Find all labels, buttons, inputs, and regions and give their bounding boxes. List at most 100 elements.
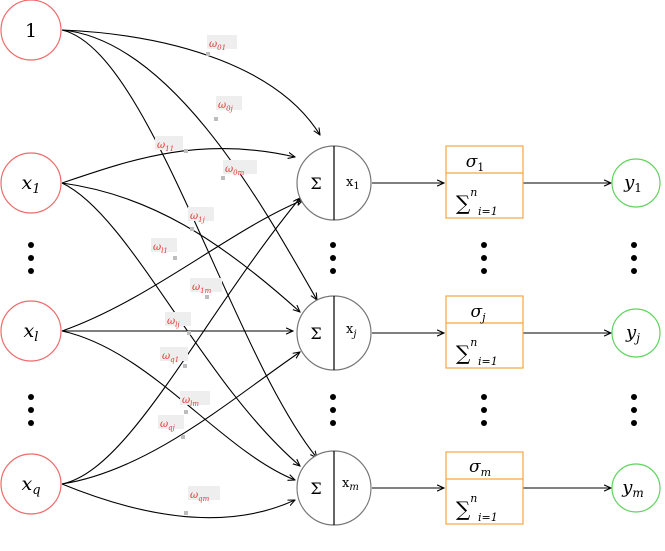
sum-symbol: Σ <box>310 174 321 193</box>
output-node: ym <box>611 463 661 513</box>
activation-box: σj ∑ni=1 <box>445 295 524 369</box>
edge-x1-nj <box>61 182 300 312</box>
svg-text:ω11: ω11 <box>157 140 174 153</box>
svg-text:ω0j: ω0j <box>218 100 234 113</box>
vertical-ellipsis-icon <box>631 394 637 426</box>
weight-label: ω0m <box>223 160 257 177</box>
input-node-label: 1 <box>25 20 37 42</box>
weight-label: ω01 <box>207 35 237 52</box>
output-node: y1 <box>611 158 661 208</box>
output-node-circle <box>611 308 661 358</box>
connections <box>61 29 320 519</box>
sum-label: ∑ni=1 <box>456 492 498 524</box>
svg-text:ωl1: ωl1 <box>153 242 168 255</box>
neuron: Σ x1 <box>296 145 372 221</box>
weight-marker <box>206 52 210 56</box>
input-node-label: xl <box>24 320 39 345</box>
svg-text:ω1m: ω1m <box>192 282 212 295</box>
vertical-ellipsis-icon <box>28 242 34 274</box>
weight-label: ωlm <box>180 391 210 408</box>
weight-label: ω1j <box>188 207 214 224</box>
weight-label: ωq1 <box>160 347 188 364</box>
edge-x1-n1 <box>61 147 295 184</box>
activation-box: σm ∑ni=1 <box>445 451 524 525</box>
edge-xq-nj <box>61 352 300 485</box>
input-node-circle <box>0 453 62 515</box>
sigma-label: σj <box>470 302 486 324</box>
svg-text:ωqm: ωqm <box>190 490 210 503</box>
input-node: 1 <box>0 0 62 61</box>
ellipsis-dots <box>28 242 637 426</box>
vertical-ellipsis-icon <box>631 242 637 274</box>
weight-label: ωl1 <box>151 238 177 255</box>
weight-marker <box>190 227 194 231</box>
forward-connections <box>372 183 611 488</box>
neuron-input-label: x1 <box>346 175 360 192</box>
weight-marker <box>205 295 209 299</box>
weight-marker <box>187 331 191 335</box>
neuron: Σ xj <box>296 295 372 371</box>
sum-label: ∑ni=1 <box>456 186 498 218</box>
svg-text:ωqj: ωqj <box>160 419 176 432</box>
neuron: Σ xm <box>296 450 372 526</box>
sum-label: ∑ni=1 <box>456 336 498 368</box>
hidden-layer: Σ x1 Σ xj Σ xm <box>296 145 372 526</box>
edge-xq-n1 <box>61 198 300 485</box>
input-layer: 1 x1 xl xq <box>0 0 62 515</box>
vertical-ellipsis-icon <box>481 242 487 274</box>
output-node: yj <box>611 308 661 358</box>
weight-label: ω0j <box>216 96 242 113</box>
svg-text:ωlj: ωlj <box>167 316 180 329</box>
weight-marker <box>184 410 188 414</box>
edge-xq-nm <box>61 483 295 519</box>
vertical-ellipsis-icon <box>330 394 336 426</box>
svg-text:ωq1: ωq1 <box>162 351 179 364</box>
weight-marker <box>181 435 185 439</box>
weight-marker <box>184 149 188 153</box>
activation-box-frame <box>445 451 524 525</box>
sigma-label: σm <box>469 457 491 479</box>
activation-box-frame <box>445 295 524 369</box>
sum-symbol: Σ <box>310 324 321 343</box>
input-node: xq <box>0 453 62 515</box>
neuron-input-label: xj <box>346 322 356 340</box>
weight-marker <box>221 176 225 180</box>
weight-label: ω11 <box>155 136 183 153</box>
edge-bias-n1 <box>61 29 320 135</box>
input-node: xl <box>0 300 62 362</box>
input-node-circle <box>0 0 62 61</box>
input-node-label: x1 <box>22 172 41 197</box>
activation-box: σ1 ∑ni=1 <box>445 145 524 219</box>
weight-marker <box>183 364 187 368</box>
svg-text:ω01: ω01 <box>209 39 226 52</box>
output-layer: y1 yj ym <box>611 158 661 513</box>
vertical-ellipsis-icon <box>28 394 34 426</box>
activation-box-frame <box>445 145 524 219</box>
sum-symbol: Σ <box>310 479 321 498</box>
weight-markers <box>173 52 225 515</box>
output-node-label: ym <box>621 477 644 500</box>
svg-text:ωlm: ωlm <box>182 395 199 408</box>
neuron-input-label: xm <box>342 476 359 493</box>
input-node-circle <box>0 300 62 362</box>
input-node-circle <box>0 152 62 214</box>
weight-label: ωqj <box>158 415 184 432</box>
weight-marker <box>173 256 177 260</box>
weight-marker <box>214 117 218 121</box>
weight-marker <box>184 511 188 515</box>
activation-layer: σ1 ∑ni=1 σj ∑ni=1 σm ∑ni=1 <box>445 145 524 525</box>
input-node-label: xq <box>21 473 40 498</box>
weight-labels: ω01 ω0j ω0m ω11 ωl1 ωlj ωlm ω1j <box>151 35 257 503</box>
input-node: x1 <box>0 152 62 214</box>
output-node-label: y1 <box>623 172 642 195</box>
edge-x1-nm <box>61 182 300 466</box>
svg-text:ω1j: ω1j <box>190 211 206 224</box>
vertical-ellipsis-icon <box>330 242 336 274</box>
output-node-label: yj <box>625 322 640 345</box>
edge-xl-n1 <box>61 200 303 332</box>
svg-text:ω0m: ω0m <box>225 164 245 177</box>
output-node-circle <box>611 158 661 208</box>
weight-label: ω1m <box>190 278 222 295</box>
weight-label: ωqm <box>188 486 220 503</box>
